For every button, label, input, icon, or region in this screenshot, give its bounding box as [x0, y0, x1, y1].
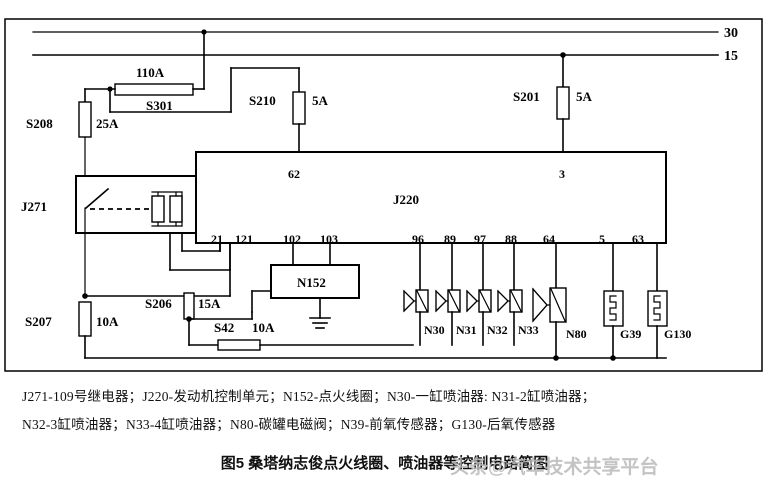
fuse-s206-rating-label: 15A: [198, 296, 221, 311]
ecu-j220-body: [195, 151, 667, 244]
relay-coil-winding: [169, 195, 183, 223]
junction-dot-n80-ground: [553, 355, 559, 361]
ecu-pin-21-label: 21: [211, 232, 223, 246]
ecu-pin-5-label: 5: [599, 232, 605, 246]
oxygen-sensor-g130-symbol: [647, 290, 668, 327]
ecu-pin-3-label: 3: [559, 167, 565, 181]
fuse-s301-rating-label: 110A: [136, 65, 165, 80]
ecu-pin-96-label: 96: [412, 232, 424, 246]
junction-dot-rail30: [201, 29, 207, 35]
ecu-pin-63-label: 63: [632, 232, 644, 246]
ecu-pin-97-label: 97: [474, 232, 486, 246]
fuse-s210-rating-label: 5A: [312, 93, 329, 108]
fuse-s208-id-label: S208: [26, 116, 53, 131]
injector-n31-label: N31: [456, 323, 477, 337]
ecu-pin-64-label: 64: [543, 232, 555, 246]
fuse-s207-id-label: S207: [25, 314, 52, 329]
fuse-s42-rating-label: 10A: [252, 320, 275, 335]
junction-dot-s207-top: [82, 293, 88, 299]
injector-n30-label: N30: [424, 323, 445, 337]
figure-caption: 图5 桑塔纳志俊点火线圈、喷油器等控制电路简图: [0, 452, 769, 473]
fuse-s301-body: [114, 83, 194, 96]
ecu-pin-121-label: 121: [235, 232, 253, 246]
junction-dot-s206-bottom: [186, 316, 192, 322]
fuse-s301-id-label: S301: [146, 98, 173, 113]
oxygen-sensor-g39-label: G39: [620, 327, 641, 341]
solenoid-valve-n80-label: N80: [566, 327, 587, 341]
rail-15-label: 15: [724, 49, 738, 64]
junction-dot-g39-ground: [610, 355, 616, 361]
legend-line-2: N32-3缸喷油器；N33-4缸喷油器；N80-碳罐电磁阀；N39-前氧传感器；…: [22, 417, 556, 432]
solenoid-valve-n80-symbol: [532, 287, 567, 323]
relay-coil-resistor: [151, 195, 165, 223]
fuse-s207-body: [78, 301, 92, 337]
fuse-s208-body: [78, 101, 92, 138]
injector-n31-symbol: [435, 289, 461, 313]
legend-block: J271-109号继电器；J220-发动机控制单元；N152-点火线圈；N30-…: [22, 383, 752, 439]
ecu-pin-103-label: 103: [320, 232, 338, 246]
fuse-s210-body: [292, 91, 306, 125]
rail-30-label: 30: [724, 26, 738, 41]
injector-n32-label: N32: [487, 323, 508, 337]
fuse-s208-rating-label: 25A: [96, 116, 119, 131]
injector-n30-symbol: [403, 289, 429, 313]
oxygen-sensor-g130-label: G130: [664, 327, 691, 341]
fuse-s42-id-label: S42: [214, 320, 234, 335]
fuse-s201-rating-label: 5A: [576, 89, 593, 104]
fuse-s206-body: [183, 292, 195, 320]
injector-n33-symbol: [497, 289, 523, 313]
fuse-s206-id-label: S206: [145, 296, 172, 311]
relay-j271-id-label: J271: [21, 199, 47, 214]
ignition-coil-n152-label: N152: [297, 275, 326, 290]
fuse-s201-id-label: S201: [513, 89, 540, 104]
fuse-s42-body: [217, 339, 261, 351]
ecu-pin-102-label: 102: [283, 232, 301, 246]
injector-n33-label: N33: [518, 323, 539, 337]
fuse-s207-rating-label: 10A: [96, 314, 119, 329]
ecu-pin-89-label: 89: [444, 232, 456, 246]
ecu-pin-88-label: 88: [505, 232, 517, 246]
injector-n32-symbol: [466, 289, 492, 313]
ecu-j220-id-label: J220: [393, 192, 419, 207]
oxygen-sensor-g39-symbol: [603, 290, 624, 327]
figure-caption-text: 图5 桑塔纳志俊点火线圈、喷油器等控制电路简图: [220, 455, 549, 472]
relay-switch-arm: [84, 187, 110, 210]
diagram-frame: [4, 18, 763, 372]
ecu-pin-62-label: 62: [288, 167, 300, 181]
fuse-s201-body: [556, 86, 570, 120]
legend-line-1: J271-109号继电器；J220-发动机控制单元；N152-点火线圈；N30-…: [22, 389, 596, 404]
ignition-coil-n152-body: [270, 264, 360, 299]
fuse-s210-id-label: S210: [249, 93, 276, 108]
